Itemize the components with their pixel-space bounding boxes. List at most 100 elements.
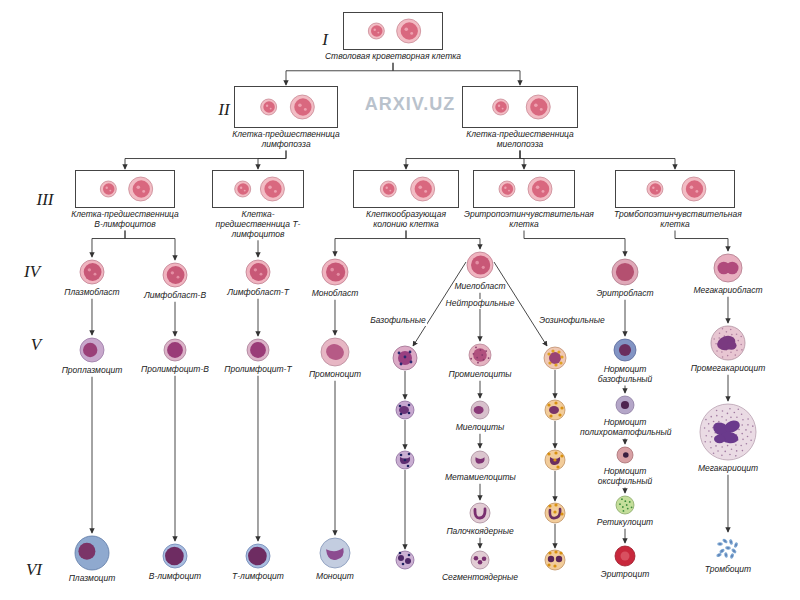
- cell-picture: [318, 536, 352, 570]
- cell-part: [167, 342, 183, 358]
- cell-label: Пролимфоцит-В: [141, 365, 209, 375]
- cell-part: [248, 547, 267, 566]
- cell-frame: [473, 170, 575, 208]
- cell-part: [106, 187, 108, 189]
- cell-part: [250, 263, 268, 281]
- cell-frame: [212, 170, 304, 208]
- granule: [560, 355, 563, 358]
- eosinophil-cell: [545, 503, 565, 523]
- cell: [246, 544, 270, 568]
- cell-picture: [161, 542, 189, 570]
- cell-part: [469, 344, 491, 366]
- cell-part: [80, 260, 104, 284]
- eosinophil-cell: [544, 347, 566, 369]
- cell-part: [163, 544, 187, 568]
- maturation-arrow: [555, 524, 556, 548]
- nucleus: [400, 457, 410, 464]
- cell-part: [713, 338, 715, 340]
- cell-label: Миелоциты: [456, 423, 505, 433]
- granule: [549, 414, 552, 417]
- cell-part: [721, 550, 722, 551]
- cell: [246, 260, 270, 284]
- granule: [559, 361, 562, 364]
- lineage-arrow: [625, 439, 626, 444]
- cell-part: [727, 355, 729, 357]
- cell-node: Пролимфоцит-Т: [224, 337, 291, 375]
- cell-label: Нормоцит базофильный: [585, 365, 665, 385]
- cell-part: [78, 543, 95, 560]
- cell-part: [708, 423, 710, 425]
- cell-part: [136, 185, 140, 189]
- cell: [647, 181, 663, 197]
- cell-part: [713, 421, 715, 423]
- cell-part: [320, 538, 350, 568]
- cell-pair: [616, 171, 734, 207]
- cell: [164, 339, 186, 361]
- cell-picture: [614, 394, 636, 416]
- nucleus: [398, 351, 412, 365]
- granule: [408, 453, 411, 456]
- cell-part: [715, 445, 717, 447]
- cell: [471, 401, 489, 419]
- granule: [547, 352, 550, 355]
- cell-picture: [78, 336, 106, 364]
- cell-picture: [320, 257, 350, 287]
- cell-pair: [235, 87, 337, 127]
- granule: [560, 454, 563, 457]
- cell-part: [165, 547, 184, 566]
- cell: [471, 551, 489, 569]
- cell-part: [411, 177, 435, 201]
- cell-node: Промиелоциты: [448, 342, 511, 380]
- cell-part: [730, 329, 732, 331]
- cell-part: [716, 350, 718, 352]
- cell-part: [621, 498, 623, 500]
- cell-part: [721, 416, 723, 418]
- cell-part: [727, 547, 728, 548]
- granule: [408, 554, 411, 557]
- cell-frame: [353, 170, 459, 208]
- cell-part: [326, 548, 344, 560]
- cell-part: [371, 25, 383, 37]
- cell-picture: [467, 342, 493, 368]
- cell-part: [616, 496, 634, 514]
- cell: [80, 338, 104, 362]
- cell-part: [475, 457, 484, 463]
- cell-part: [740, 445, 742, 447]
- cell-part: [735, 544, 736, 545]
- level-numeral: II: [218, 100, 229, 120]
- cell-part: [722, 410, 724, 412]
- cell-label: Лимфобласт-Т: [227, 288, 289, 298]
- cell-part: [741, 433, 743, 435]
- column-heading: Нейтрофильные: [445, 299, 516, 309]
- cell: [80, 260, 104, 284]
- cell-picture: [162, 337, 188, 363]
- nucleus: [549, 352, 561, 364]
- cell-part: [722, 356, 724, 358]
- cell-node: Сегментоядерные: [442, 549, 518, 583]
- cell-label: Клеткообразующая колонию клетка: [352, 210, 460, 230]
- cell-part: [708, 430, 710, 432]
- level-numeral: III: [37, 190, 54, 210]
- cell-node: В-лимфоцит: [149, 542, 201, 582]
- granule: [558, 413, 561, 416]
- cell-part: [266, 105, 268, 107]
- cell-part: [726, 331, 728, 333]
- cell-frame: [75, 170, 175, 208]
- cell-part: [133, 180, 150, 197]
- cell-part: [714, 254, 742, 282]
- cell-part: [321, 338, 349, 366]
- cell-part: [723, 418, 742, 434]
- cell-part: [733, 542, 738, 548]
- cell-node: Промегакариоцит: [691, 324, 766, 374]
- cell-part: [615, 546, 635, 566]
- cell-part: [493, 99, 509, 115]
- cell: [290, 95, 314, 119]
- cell: [615, 546, 635, 566]
- cell-part: [470, 503, 490, 523]
- lineage-arrow: [480, 538, 481, 548]
- granule: [560, 512, 563, 515]
- cell: [260, 177, 284, 201]
- cell-label: Моноцит: [316, 572, 354, 582]
- lineage-arrow: [675, 231, 728, 251]
- cell-part: [612, 259, 638, 285]
